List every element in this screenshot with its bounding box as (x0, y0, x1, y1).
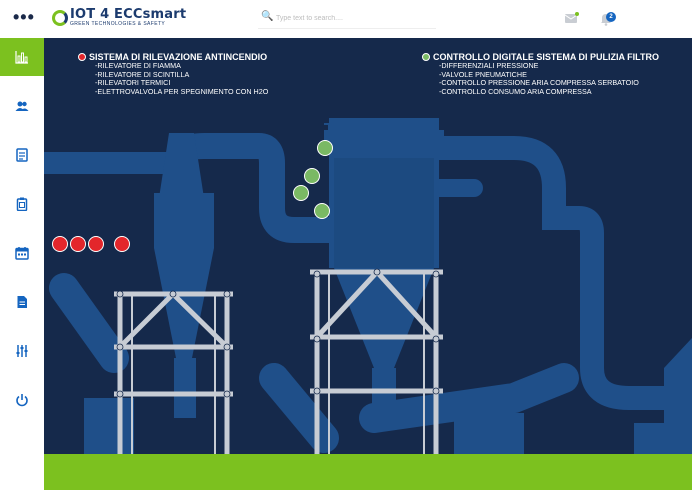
list-item: -VALVOLE PNEUMATICHE (439, 69, 527, 79)
filter-control-title-text: CONTROLLO DIGITALE SISTEMA DI PULIZIA FI… (433, 52, 659, 62)
filter-sensor-1[interactable] (317, 140, 333, 156)
filter-control-title: CONTROLLO DIGITALE SISTEMA DI PULIZIA FI… (422, 52, 659, 62)
list-item: -RILEVATORI TERMICI (95, 78, 171, 88)
sidebar-item-logout[interactable] (0, 381, 44, 419)
list-item: -CONTROLLO PRESSIONE ARIA COMPRESSA SERB… (439, 78, 639, 88)
search-input[interactable] (276, 11, 426, 25)
search-icon: 🔍 (261, 11, 274, 22)
notification-badge: 2 (606, 12, 616, 22)
sidebar-item-chart[interactable] (0, 38, 44, 76)
sidebar-item-users[interactable] (0, 87, 44, 125)
plant-diagram: SISTEMA DI RILEVAZIONE ANTINCENDIO -RILE… (44, 38, 692, 454)
power-icon (16, 394, 28, 407)
list-item: -RILEVATORE DI FIAMMA (95, 61, 181, 70)
fire-sensor-1[interactable] (52, 236, 68, 252)
search-box: 🔍 (258, 9, 436, 29)
fire-detection-panel: SISTEMA DI RILEVAZIONE ANTINCENDIO -RILE… (78, 52, 268, 96)
clipboard-icon (16, 197, 28, 211)
file-icon (17, 296, 27, 308)
logo-text: IOT 4 ECCsmart (70, 7, 187, 22)
list-item: -RILEVATORE DI SCINTILLA (95, 69, 190, 79)
list-item: -ELETTROVALVOLA PER SPEGNIMENTO CON H2O (95, 86, 269, 96)
calendar-icon (15, 247, 29, 260)
fire-sensor-4[interactable] (114, 236, 130, 252)
fire-sensor-2[interactable] (70, 236, 86, 252)
fire-detection-title: SISTEMA DI RILEVAZIONE ANTINCENDIO (78, 52, 268, 62)
plant-illustration (44, 118, 692, 454)
bar-chart-icon (15, 51, 28, 64)
footer-bar (44, 454, 692, 490)
fire-sensor-3[interactable] (88, 236, 104, 252)
list-item: -CONTROLLO CONSUMO ARIA COMPRESSA (439, 86, 592, 96)
logo-subtitle: GREEN TECHNOLOGIES & SAFETY (70, 21, 166, 27)
mail-icon[interactable] (565, 12, 579, 24)
red-status-dot-icon (78, 53, 86, 61)
filter-sensor-3[interactable] (293, 185, 309, 201)
document-list-icon (16, 148, 28, 162)
filter-control-panel: CONTROLLO DIGITALE SISTEMA DI PULIZIA FI… (422, 52, 659, 96)
users-icon (15, 101, 29, 111)
sidebar-item-documents[interactable] (0, 136, 44, 174)
logo-ring-icon (52, 10, 68, 26)
fire-detection-title-text: SISTEMA DI RILEVAZIONE ANTINCENDIO (89, 52, 268, 62)
sidebar-item-file[interactable] (0, 283, 44, 321)
menu-dots-icon[interactable]: ••• (13, 7, 35, 27)
sliders-icon (16, 345, 28, 357)
green-status-dot-icon (422, 53, 430, 61)
sidebar-item-clipboard[interactable] (0, 185, 44, 223)
filter-sensor-4[interactable] (314, 203, 330, 219)
sidebar-item-settings[interactable] (0, 332, 44, 370)
logo[interactable]: IOT 4 ECCsmart GREEN TECHNOLOGIES & SAFE… (52, 7, 186, 33)
sidebar (0, 38, 44, 490)
filter-sensor-2[interactable] (304, 168, 320, 184)
sidebar-item-calendar[interactable] (0, 234, 44, 272)
list-item: -DIFFERENZIALI PRESSIONE (439, 61, 539, 70)
top-bar: ••• IOT 4 ECCsmart GREEN TECHNOLOGIES & … (0, 0, 692, 38)
